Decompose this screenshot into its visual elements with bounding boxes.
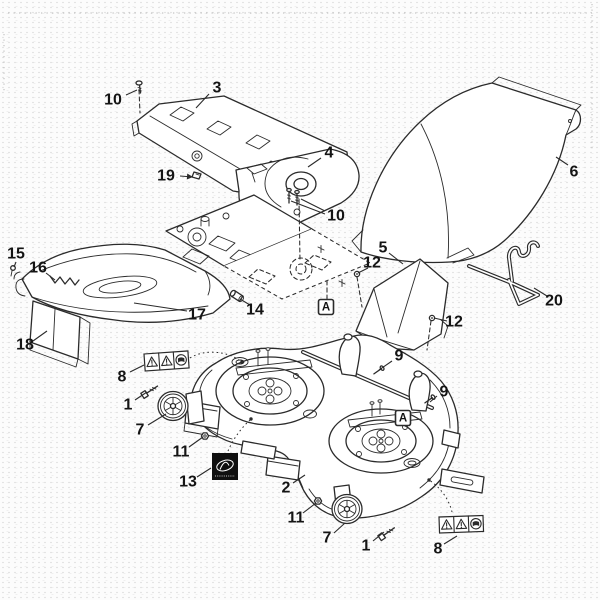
leader-line-part-7: [333, 522, 346, 534]
part-20-wire-bracket-drawing: [467, 240, 540, 306]
part-number-label-9: 9: [395, 348, 404, 365]
part-number-label-2: 2: [282, 480, 291, 497]
part-number-label-17: 17: [188, 307, 206, 324]
reference-marker-letter: A: [322, 302, 330, 314]
leader-line-part-5: [388, 252, 404, 265]
leader-line-part-16: [45, 272, 56, 281]
part-15-screw-drawing: [10, 265, 16, 277]
leader-line-part-17: [133, 302, 188, 312]
leader-line-part-2: [292, 474, 306, 484]
reference-marker-box: [317, 298, 335, 316]
part-12-screw-right-drawing: [428, 314, 436, 322]
reference-marker-A: A: [317, 298, 335, 316]
brand-decal: [212, 453, 238, 480]
read-manual-icon: [175, 354, 187, 366]
decal-placement-lines: [189, 351, 453, 513]
part-17-baffle-drawing: [13, 243, 231, 323]
leader-line-part-6: [555, 156, 569, 166]
part-7-wheel-front-drawing: [157, 390, 205, 425]
leader-line-part-8: [129, 364, 145, 373]
part-16-spring-drawing: [49, 275, 80, 286]
decal-divider: [172, 351, 175, 370]
brand-decal-swoosh: [219, 461, 230, 470]
leader-line-part-10: [300, 198, 326, 212]
reference-marker-A: A: [394, 409, 412, 427]
part-number-label-11: 11: [288, 510, 305, 527]
part-11-nut-bottom-drawing: [313, 497, 323, 505]
scan-border: [3, 4, 593, 150]
part-number-label-6: 6: [570, 164, 579, 181]
part-number-label-4: 4: [325, 145, 334, 162]
leader-line-part-10: [125, 89, 138, 96]
part-1-bolt-front-drawing: [140, 385, 159, 400]
warning-triangle-icon: [146, 356, 158, 368]
leader-line-part-20: [533, 287, 548, 297]
leader-line-part-11: [302, 502, 317, 514]
reference-marker-box: [394, 409, 412, 427]
leader-line-part-10: [290, 200, 326, 215]
mounting-plate-drawing: [138, 89, 371, 300]
decal-divider: [467, 515, 470, 533]
leader-line-part-8: [443, 535, 458, 545]
decal-divider: [158, 352, 161, 371]
leader-line-part-7: [147, 413, 167, 426]
leader-line-part-1: [372, 531, 385, 542]
leader-line-part-11: [188, 436, 204, 448]
safety-decal: [438, 514, 485, 534]
part-number-label-8: 8: [118, 369, 127, 386]
part-number-label-7: 7: [136, 422, 145, 439]
leader-arrowhead: [186, 173, 193, 180]
part-1-bolt-bottom-drawing: [377, 527, 396, 542]
part-number-label-15: 15: [7, 246, 25, 263]
part-number-label-20: 20: [545, 293, 563, 310]
warning-triangle-icon: [455, 518, 468, 530]
reference-marker-letter: A: [399, 413, 407, 425]
leader-line-part-4: [307, 157, 322, 168]
leader-line-part-13: [196, 467, 212, 478]
warning-triangle-icon: [441, 519, 453, 530]
part-number-label-10: 10: [327, 208, 345, 225]
part-number-label-16: 16: [29, 260, 47, 277]
brand-decal-oval: [216, 459, 234, 472]
part-number-label-3: 3: [213, 80, 222, 97]
part-6-deflector-drawing: [351, 76, 582, 264]
part-number-label-19: 19: [157, 168, 175, 185]
part-number-label-7: 7: [323, 530, 332, 547]
part-number-label-1: 1: [124, 397, 133, 414]
leader-line-part-12: [357, 267, 369, 274]
part-number-label-18: 18: [16, 337, 34, 354]
part-2-mowing-deck-drawing: [183, 333, 485, 519]
part-18-panel-drawing: [29, 300, 91, 368]
warning-triangle-icon: [161, 355, 173, 367]
leader-line-part-14: [239, 298, 251, 306]
safety-decal: [143, 350, 190, 372]
part-number-label-12: 12: [445, 314, 463, 331]
part-number-label-14: 14: [246, 302, 264, 319]
leader-line-part-9: [429, 395, 438, 403]
part-19-clip-drawing: [191, 171, 202, 180]
leader-line-part-15: [13, 261, 17, 268]
part-number-label-8: 8: [434, 541, 443, 558]
read-manual-icon: [470, 517, 482, 530]
part-number-label-11: 11: [173, 444, 190, 461]
decal-divider: [453, 515, 455, 534]
part-number-label-5: 5: [379, 240, 388, 257]
part-number-label-13: 13: [179, 474, 197, 491]
leader-line-part-12: [433, 317, 448, 322]
leader-line-part-9: [378, 360, 393, 371]
leader-line-part-18: [32, 330, 48, 342]
part-14-bushing-drawing: [229, 289, 245, 303]
part-10-screw-top-drawing: [135, 80, 143, 94]
part-number-label-12: 12: [363, 255, 381, 272]
part-7-wheel-bottom-drawing: [331, 484, 363, 525]
part-number-label-10: 10: [104, 92, 122, 109]
part-11-nut-front-drawing: [200, 432, 210, 440]
part-number-label-1: 1: [362, 538, 371, 555]
leader-line-part-3: [195, 93, 210, 109]
part-number-label-9: 9: [440, 384, 449, 401]
leader-line-part-1: [134, 391, 148, 401]
